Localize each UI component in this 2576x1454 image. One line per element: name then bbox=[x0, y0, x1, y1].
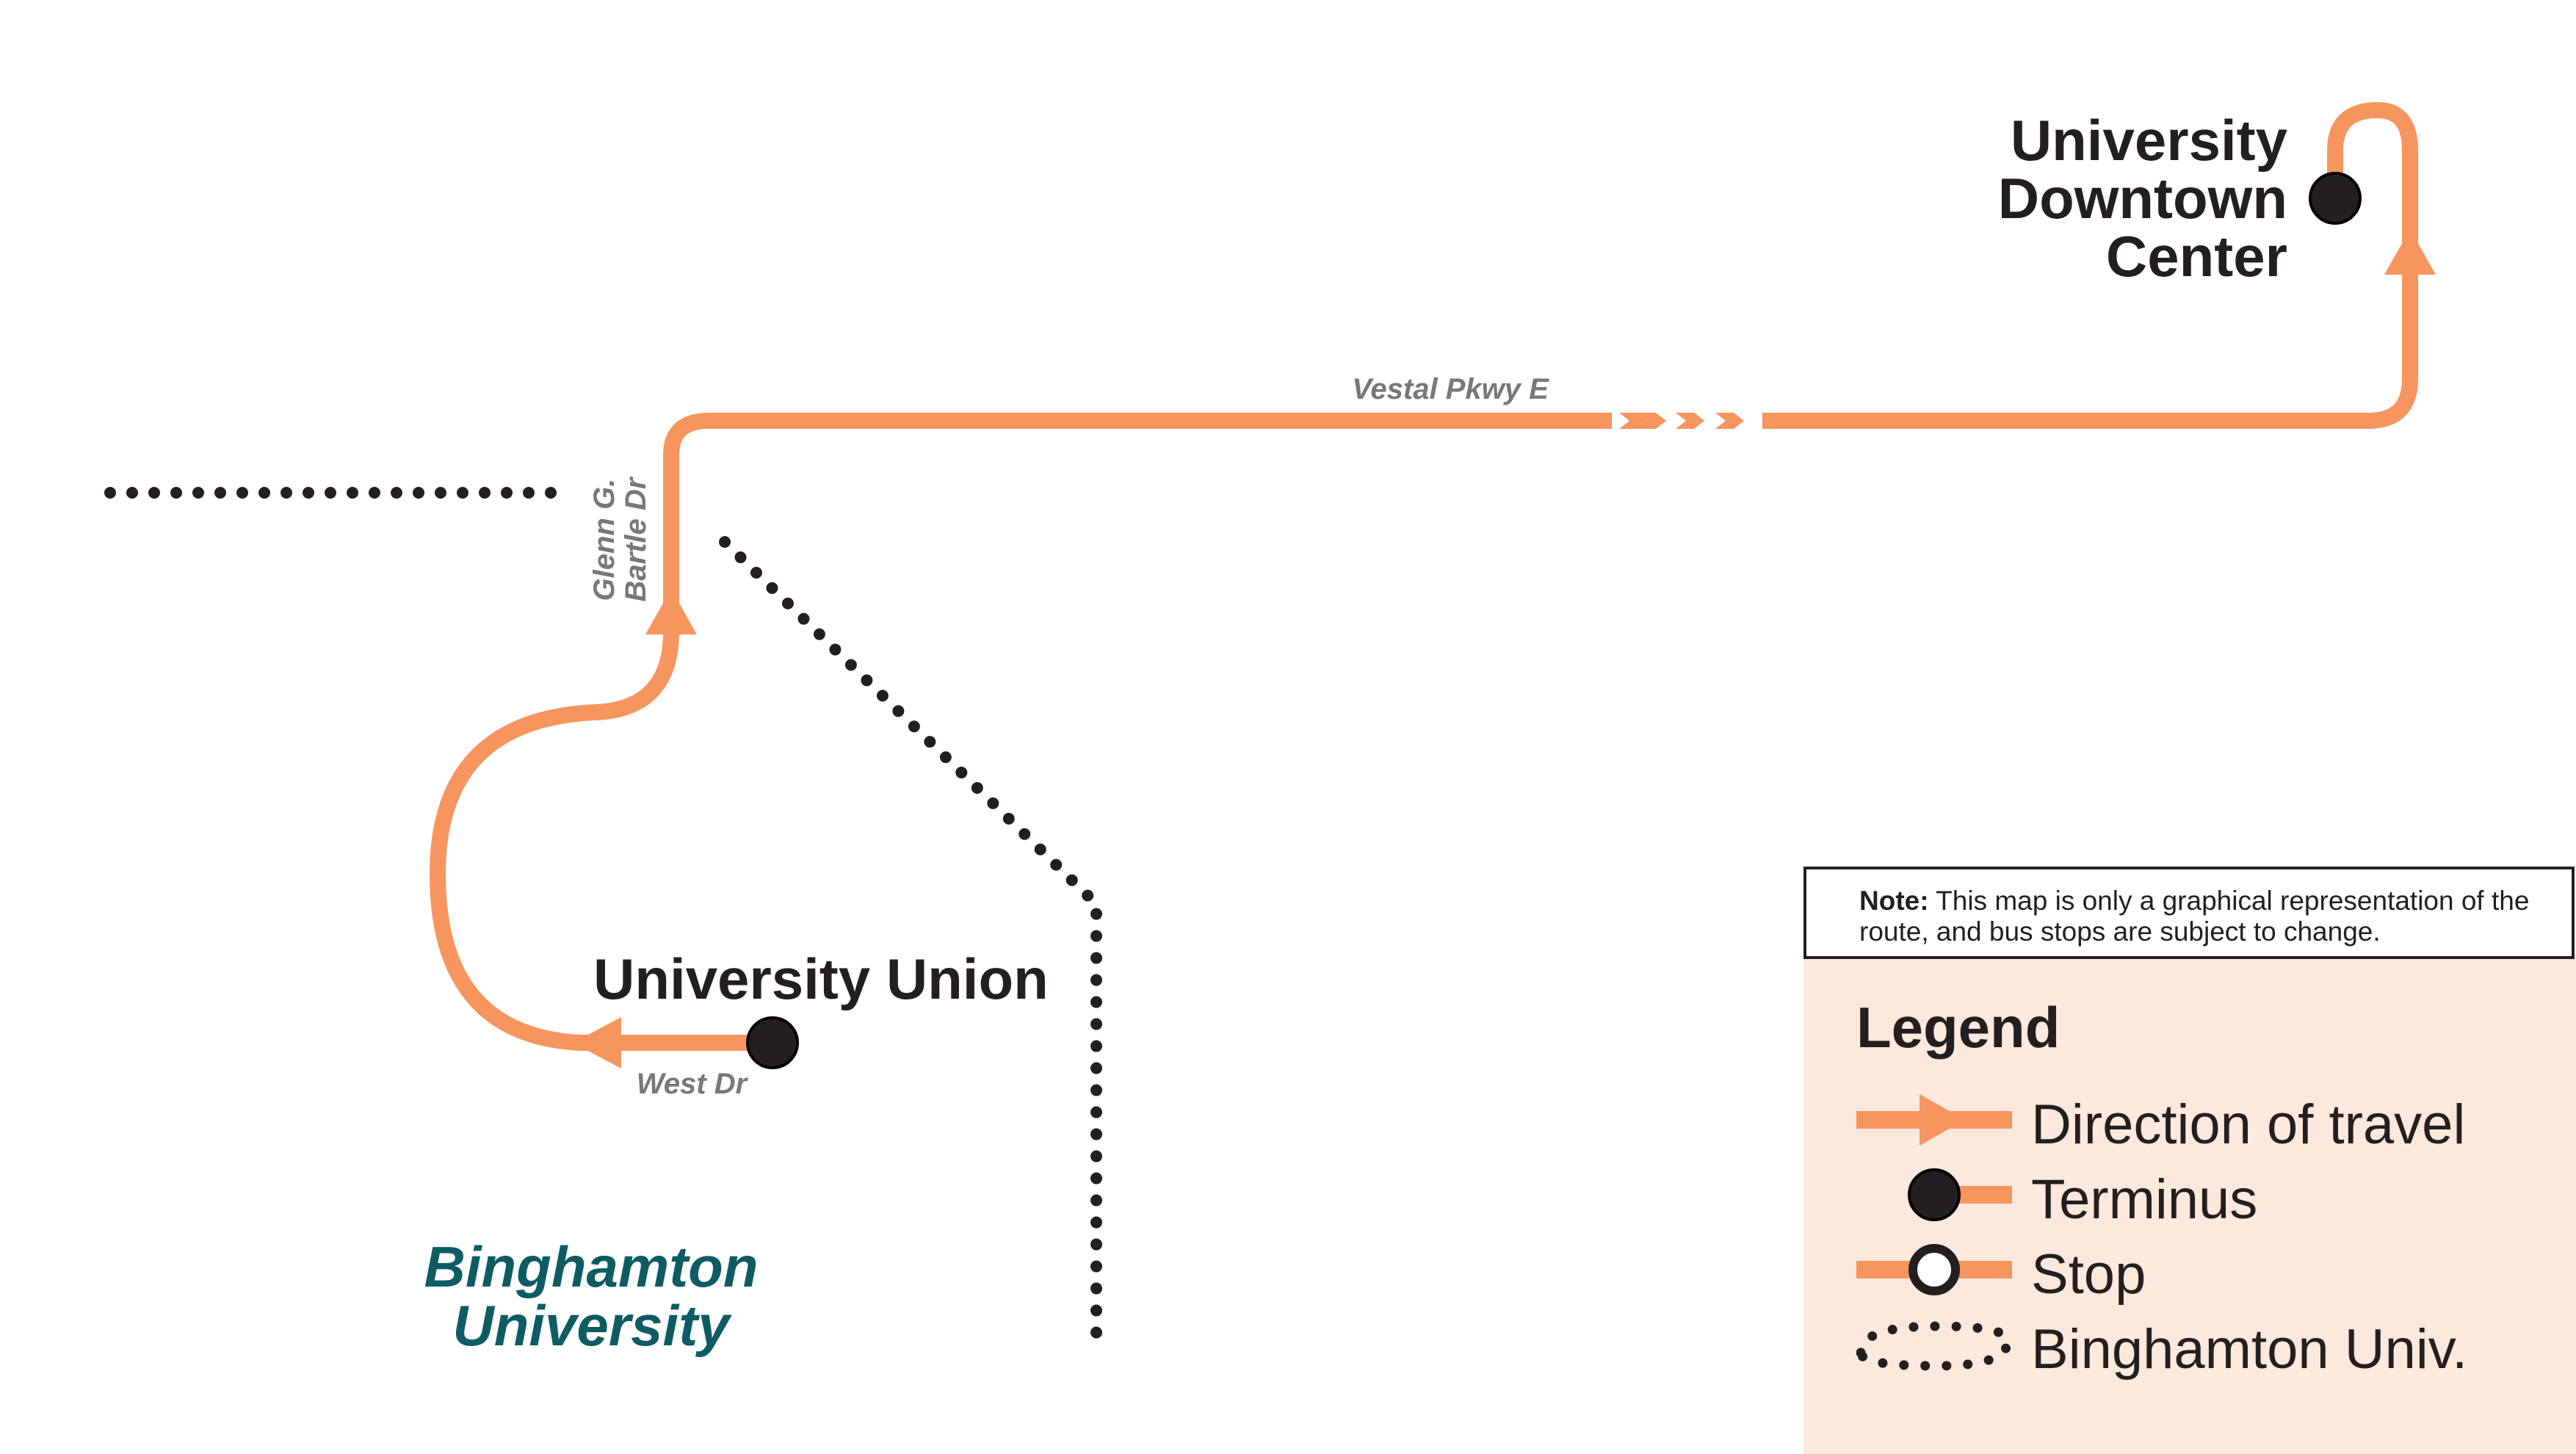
legend-label-boundary: Binghamton Univ. bbox=[2031, 1318, 2468, 1381]
stop-label-downtown-line1: University bbox=[2011, 108, 2287, 173]
legend-item-boundary: Binghamton Univ. bbox=[1803, 1312, 2576, 1381]
terminus-icon bbox=[1908, 1168, 2012, 1221]
terminus-downtown-icon bbox=[2309, 172, 2362, 225]
route-line bbox=[430, 102, 2418, 1051]
street-label-glenn-line1: Glenn G. bbox=[588, 479, 621, 601]
legend-item-direction: Direction of travel bbox=[1803, 1087, 2576, 1156]
legend-item-stop: Stop bbox=[1803, 1237, 2576, 1306]
legend-label-direction: Direction of travel bbox=[2031, 1093, 2466, 1156]
direction-arrow-icon bbox=[1856, 1094, 2012, 1146]
terminus-union-icon bbox=[746, 1016, 799, 1069]
campus-label-line1: Binghamton bbox=[424, 1234, 759, 1299]
campus-boundary bbox=[104, 487, 1102, 1356]
disclaimer-note: Note: This map is only a graphical repre… bbox=[1803, 867, 2575, 959]
note-bold-label: Note: bbox=[1859, 886, 1929, 916]
direction-arrows bbox=[573, 229, 2436, 1068]
legend-label-stop: Stop bbox=[2031, 1243, 2146, 1306]
chevron-3 bbox=[1676, 413, 1704, 429]
chevron-4 bbox=[1715, 413, 1744, 429]
boundary-line-east bbox=[719, 536, 1102, 1356]
chevron-2 bbox=[1638, 413, 1666, 429]
legend-title: Legend bbox=[1856, 995, 2061, 1060]
stop-label-downtown-line2: Downtown bbox=[1998, 166, 2287, 231]
stop-icon bbox=[1856, 1244, 2012, 1295]
street-label-vestal: Vestal Pkwy E bbox=[1352, 373, 1549, 405]
terminus-markers bbox=[746, 172, 2362, 1069]
chevron-1 bbox=[1619, 413, 1648, 429]
street-label-glenn-line2: Bartle Dr bbox=[620, 476, 652, 601]
campus-label-line2: University bbox=[452, 1293, 732, 1358]
direction-arrow-icon bbox=[645, 589, 697, 634]
route-segment-vestal bbox=[1762, 102, 2418, 429]
route-break-chevrons bbox=[1619, 413, 1744, 429]
legend-panel: Legend Direction of travel Terminus Stop… bbox=[1803, 959, 2576, 1454]
boundary-dots-icon bbox=[1856, 1321, 2013, 1371]
direction-arrow-icon bbox=[573, 1017, 621, 1068]
stop-label-downtown-line3: Center bbox=[2106, 224, 2287, 289]
note-text: This map is only a graphical representat… bbox=[1859, 886, 2530, 947]
direction-arrow-icon bbox=[2384, 229, 2436, 275]
street-label-west: West Dr bbox=[637, 1068, 749, 1100]
stop-label-union: University Union bbox=[593, 947, 1049, 1011]
route-segment-west-dr bbox=[430, 413, 1612, 1051]
legend-label-terminus: Terminus bbox=[2031, 1168, 2258, 1231]
legend-item-terminus: Terminus bbox=[1803, 1162, 2576, 1231]
